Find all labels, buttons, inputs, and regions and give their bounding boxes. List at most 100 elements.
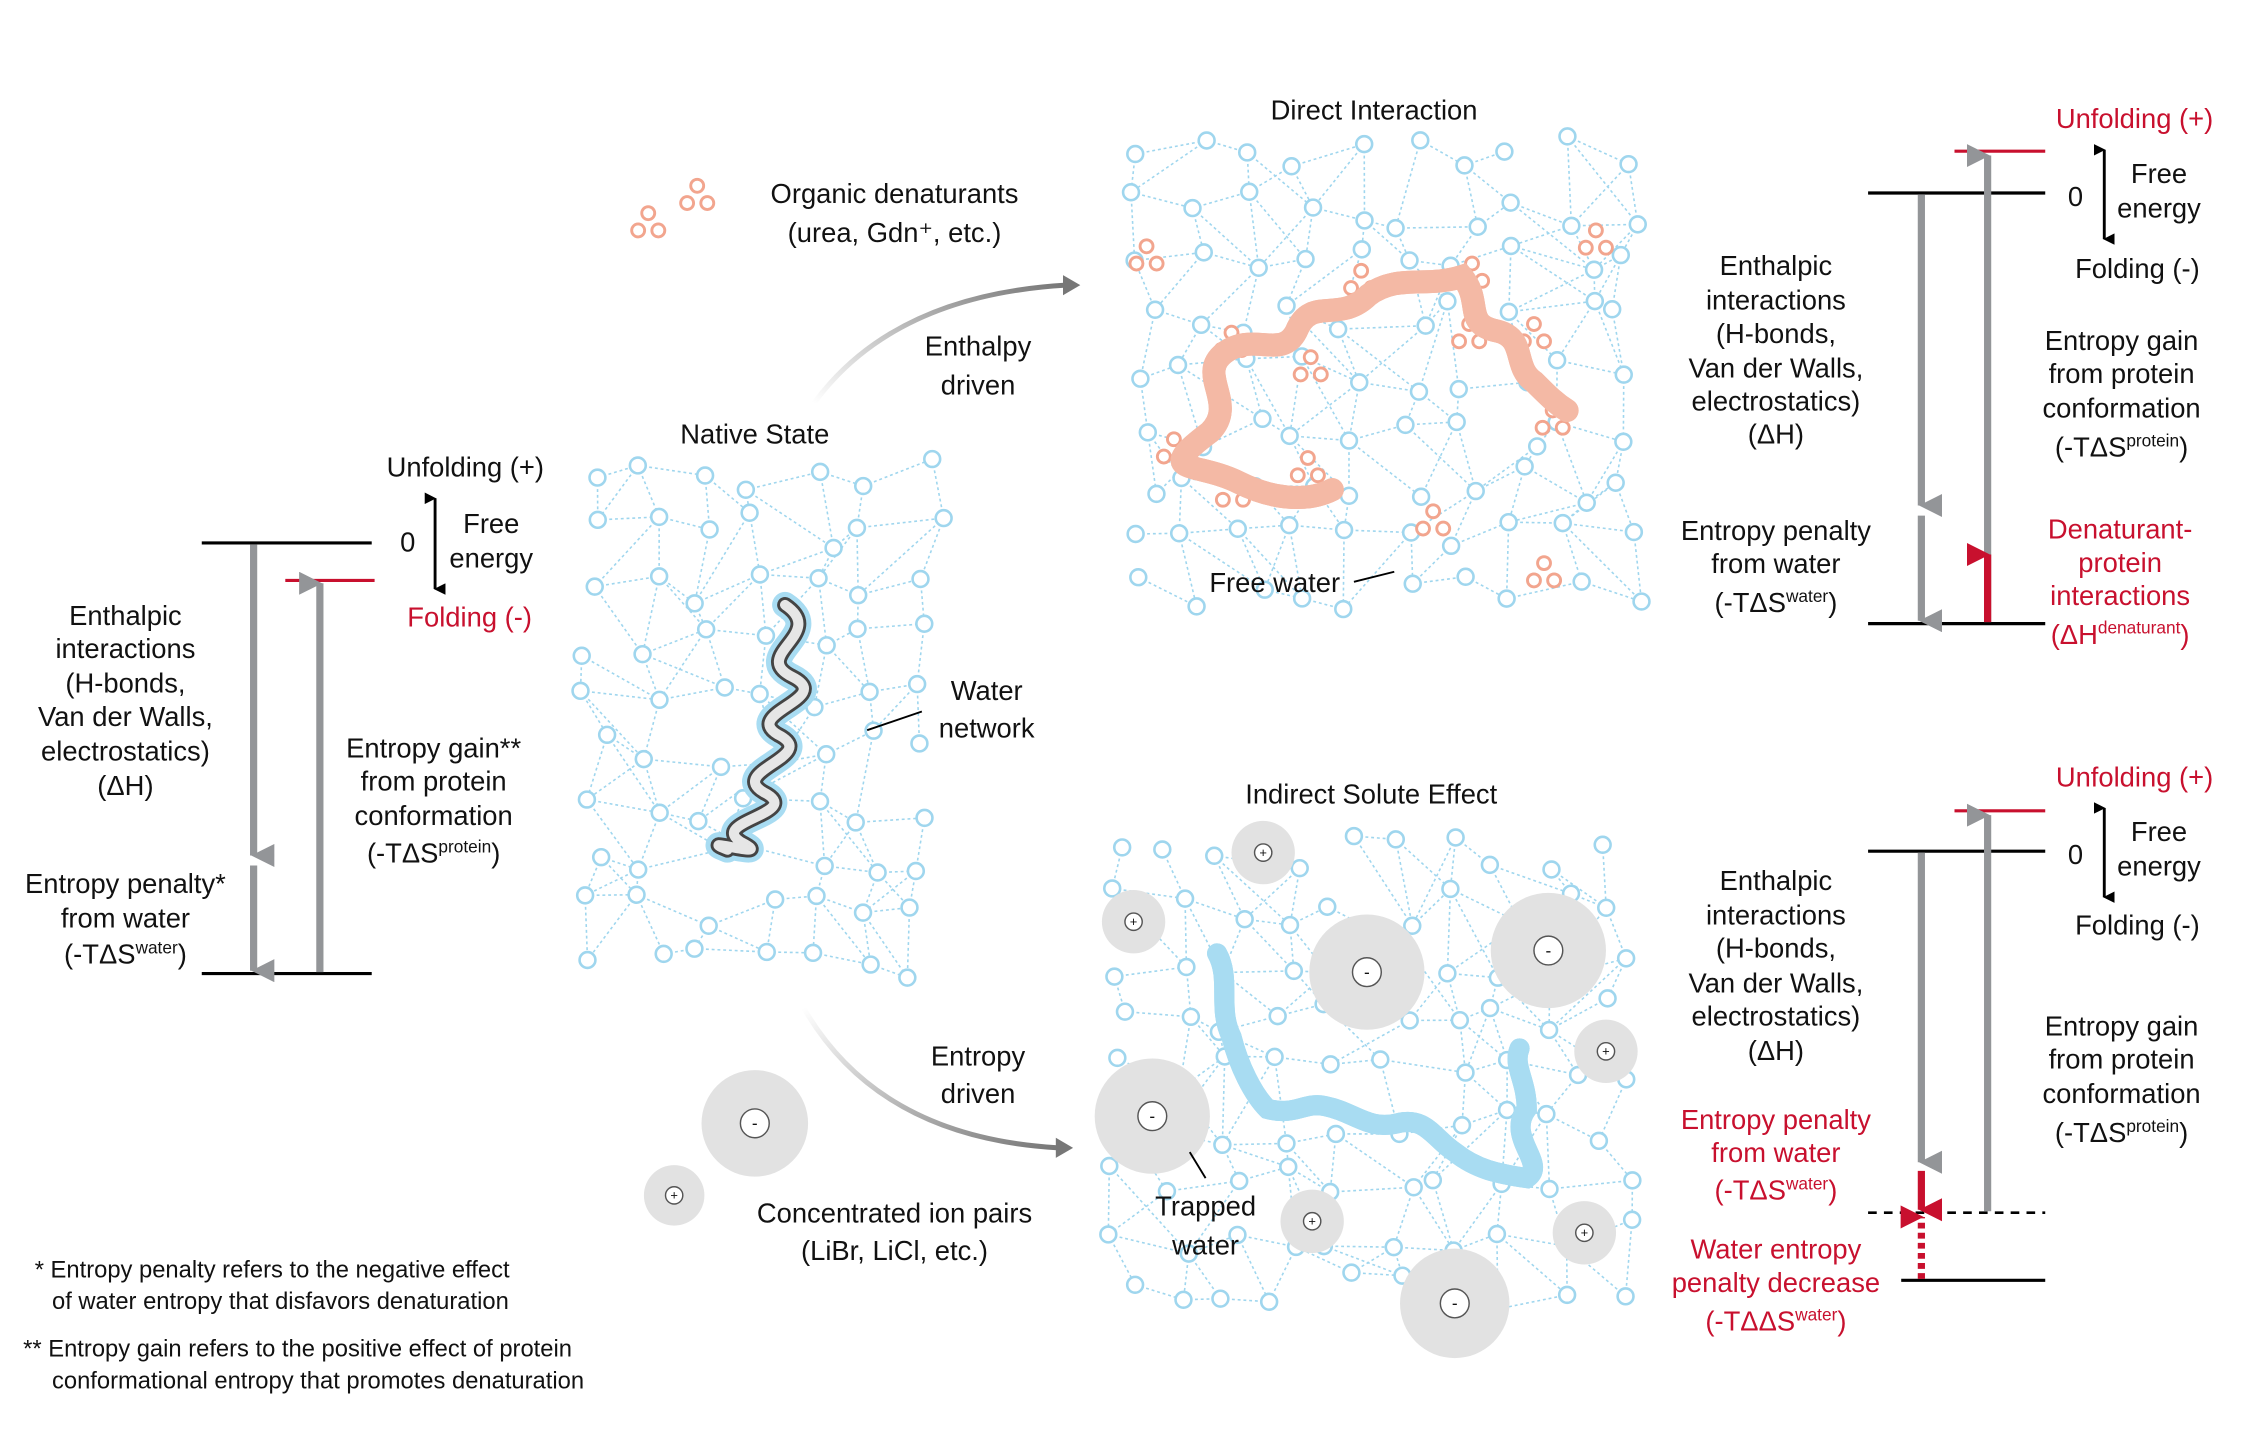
water-molecule <box>1438 964 1457 983</box>
diagram-label: Denaturant- <box>2048 514 2192 545</box>
unfolding-label: Unfolding (+) <box>387 452 544 483</box>
hydrogen-bond <box>1130 191 1193 209</box>
hydrogen-bond <box>1218 1031 1275 1058</box>
hydrogen-bond <box>659 766 722 814</box>
hydrogen-bond <box>1137 576 1197 608</box>
water-molecule <box>1205 846 1224 865</box>
hydrogen-bond <box>1213 855 1246 920</box>
hydrogen-bond <box>856 527 859 596</box>
indirect-solute-title: Indirect Solute Effect <box>1245 779 1497 810</box>
water-molecule <box>1334 599 1353 619</box>
hydrogen-bond <box>1455 421 1477 492</box>
hydrogen-bond <box>862 912 909 979</box>
water-network-label: network <box>939 712 1035 743</box>
free-energy-label: energy <box>2117 851 2201 882</box>
water-molecule <box>1168 355 1188 375</box>
enthalpy-driven-arrow <box>811 282 1067 405</box>
water-molecule <box>1577 493 1596 512</box>
hydrogen-bond <box>1496 1233 1568 1296</box>
water-molecule <box>1416 316 1435 335</box>
water-molecule <box>906 861 926 881</box>
water-molecule <box>1259 1292 1279 1311</box>
water-molecule <box>1121 183 1141 202</box>
water-molecule <box>1249 258 1268 278</box>
water-molecule <box>1487 1224 1507 1244</box>
hydrogen-bond <box>1562 522 1634 533</box>
hydrogen-bond <box>1130 139 1208 193</box>
cation-icon <box>1575 1223 1594 1243</box>
hydrogen-bond <box>1506 580 1582 600</box>
hydrogen-bond <box>1135 1143 1168 1192</box>
hydrogen-bond <box>1392 1187 1415 1248</box>
water-molecule <box>1396 415 1415 435</box>
denaturant-molecule-icon <box>630 205 667 239</box>
water-molecule <box>628 456 648 475</box>
diagram-label: (H-bonds, <box>1716 933 1836 964</box>
water-molecule <box>1125 1275 1145 1294</box>
water-molecule <box>817 636 836 655</box>
hydrogen-bond <box>1124 1010 1191 1018</box>
hydrogen-bond <box>1358 325 1427 383</box>
hydrogen-bond <box>1218 1031 1226 1057</box>
water-molecule <box>634 749 653 769</box>
water-molecule <box>1614 432 1633 451</box>
water-molecule <box>1282 157 1301 176</box>
formula-label: (-TΔSwater) <box>1714 1174 1837 1206</box>
anion-icon <box>1439 1288 1470 1319</box>
hydrogen-bond <box>1359 381 1420 393</box>
hydrogen-bond <box>1571 223 1638 227</box>
footnote-entropy-penalty: * Entropy penalty refers to the negative… <box>35 1256 510 1283</box>
ion-charge: - <box>1149 1106 1155 1126</box>
formula-base: (-TΔS <box>64 938 135 969</box>
hydrogen-bond <box>855 817 925 824</box>
water-molecule <box>1468 217 1487 236</box>
diagram-label: (ΔH) <box>1748 1035 1804 1066</box>
water-molecule <box>1344 826 1364 846</box>
water-molecule <box>1400 1011 1419 1030</box>
hydrogen-bond <box>1268 1246 1297 1303</box>
water-molecule <box>1126 524 1145 544</box>
hydrogen-bond <box>697 766 722 822</box>
hydrogen-bond <box>1301 356 1350 441</box>
hydrogen-bond <box>1112 887 1186 900</box>
water-molecule <box>1447 412 1466 432</box>
ion-charge: - <box>1364 962 1370 982</box>
water-molecule <box>1354 134 1374 154</box>
hydrogen-bond <box>1329 1133 1337 1193</box>
hydrogen-bond <box>637 464 706 477</box>
hydrogen-bond <box>1301 355 1360 384</box>
water-molecule <box>1614 365 1633 384</box>
hydrogen-bond <box>594 575 660 588</box>
water-molecule <box>1179 1244 1198 1263</box>
water-molecule <box>1303 198 1323 217</box>
hydrogen-bond <box>1258 207 1314 269</box>
hydrogen-bond <box>1154 251 1205 311</box>
hydrogen-bond <box>1135 139 1207 155</box>
water-molecule <box>1126 144 1145 164</box>
water-molecule <box>853 903 873 922</box>
formula-close: ) <box>2179 1117 2188 1148</box>
formula-base: (-TΔΔS <box>1705 1306 1795 1337</box>
hydrogen-bond <box>1463 164 1512 204</box>
anion-icon <box>1533 935 1564 966</box>
hydrogen-bond <box>1342 530 1345 610</box>
hydrogen-bond <box>643 758 722 768</box>
hydrogen-bond <box>706 628 767 637</box>
water-molecule <box>1290 858 1309 878</box>
water-molecule <box>1527 437 1547 456</box>
water-molecule <box>1339 431 1359 450</box>
water-molecule <box>1558 127 1577 146</box>
water-molecule <box>1515 457 1534 476</box>
hydrogen-bond <box>705 573 761 630</box>
hydrogen-bond <box>1218 1015 1278 1033</box>
hydrogen-bond <box>1178 1055 1226 1091</box>
formula-sup: water <box>1794 1305 1837 1325</box>
denaturant-molecule-icon <box>1415 503 1452 537</box>
formula-label: (-TΔSwater) <box>64 937 187 969</box>
hydrogen-bond <box>1348 382 1361 441</box>
hydrogen-bond <box>694 947 767 953</box>
folding-label: Folding (-) <box>2075 253 2200 284</box>
formula-sup: protein <box>438 837 491 857</box>
formula-close: ) <box>178 938 187 969</box>
water-molecule <box>1213 1135 1232 1155</box>
